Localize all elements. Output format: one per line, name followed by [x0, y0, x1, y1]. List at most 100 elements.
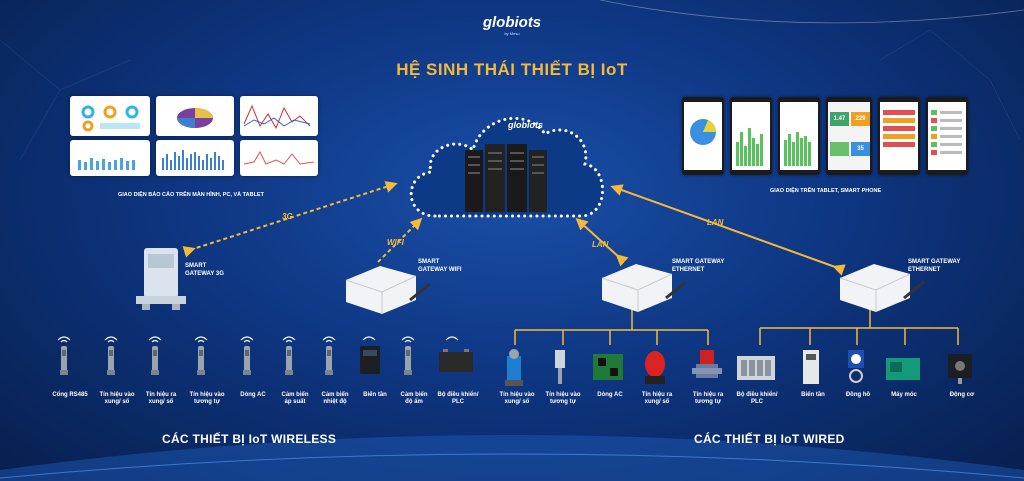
- mobile-value-b: 229: [851, 112, 870, 126]
- wireless-device-label-10: Bộ điều khiển/PLC: [432, 392, 484, 406]
- wireless-device-8: [355, 336, 395, 383]
- wired-device-label-3: Dòng AC: [584, 392, 636, 399]
- gateway-eth1-device: [601, 264, 687, 312]
- wired-device-label-line: Tín hiệu vào: [545, 392, 581, 398]
- wireless-device-label-line: Biến tần: [363, 392, 387, 398]
- wireless-device-5: [233, 336, 273, 383]
- wired-device-label-line: Tín hiệu ra: [692, 392, 724, 398]
- wireless-device-icon-10: [439, 336, 473, 372]
- wired-device-label-line: Đồng hồ: [845, 392, 871, 398]
- section-wireless: CÁC THIẾT BỊ IoT WIRELESS: [162, 432, 337, 446]
- wireless-device-label-8: Biến tần: [349, 392, 401, 399]
- wireless-device-icon-7: [322, 336, 336, 375]
- wired-device-label-line: Dòng AC: [597, 392, 623, 398]
- section-wired: CÁC THIẾT BỊ IoT WIRED: [694, 432, 845, 446]
- wireless-device-icon-3: [148, 336, 162, 375]
- gateway-eth2-device: [839, 264, 925, 312]
- wired-device-label-line: tương tự: [695, 399, 721, 405]
- dashboard-card-4: [70, 140, 150, 176]
- wireless-device-icon-4: [194, 336, 208, 375]
- wireless-device-label-line: Cảm biến: [400, 392, 428, 398]
- wireless-device-9: [394, 336, 434, 383]
- wired-device-icon-4: [645, 351, 665, 384]
- mobile-value-a: 1.47: [830, 112, 849, 126]
- wireless-device-label-line: Bộ điều khiển/: [437, 392, 479, 398]
- dashboard-card-1: [70, 96, 150, 136]
- label-3g: 3G: [282, 212, 293, 221]
- wireless-device-label-line: Cảm biến: [281, 392, 309, 398]
- wired-device-label-line: tương tự: [550, 399, 576, 405]
- wireless-device-label-line: Tín hiệu vào: [189, 392, 225, 398]
- wired-device-10: [942, 346, 982, 393]
- brand-logo: globiots by Meso: [472, 14, 552, 36]
- wireless-device-4: [187, 336, 227, 383]
- wired-device-label-line: Động cơ: [949, 392, 975, 398]
- gateway-wifi-device: [345, 266, 431, 314]
- wired-device-label-line: xung/ số: [644, 399, 670, 405]
- cloud-server: [409, 116, 604, 218]
- wireless-device-label-line: nhiệt độ: [323, 399, 347, 405]
- mobile-tile: [830, 142, 849, 156]
- wired-device-3: [590, 346, 630, 393]
- wireless-device-2: [97, 336, 137, 383]
- wireless-device-label-line: Tín hiệu ra: [145, 392, 177, 398]
- mobile-screen-5: [878, 97, 920, 175]
- wired-device-label-9: Máy móc: [878, 392, 930, 399]
- wireless-device-label-1: Cổng RS485: [44, 392, 96, 399]
- wireless-device-1: [50, 336, 90, 383]
- wired-device-label-line: Bộ điều khiển/: [736, 392, 778, 398]
- page-title: HỆ SINH THÁI THIẾT BỊ IoT: [396, 60, 628, 79]
- wired-device-icon-2: [555, 350, 565, 384]
- wireless-device-icon-6: [282, 336, 296, 375]
- wired-device-icon-5: [692, 350, 722, 378]
- brand-name: globiots: [482, 14, 542, 31]
- wired-device-label-line: Tín hiệu ra: [641, 392, 673, 398]
- wireless-device-label-line: xung/ số: [104, 399, 130, 405]
- mobile-screen-3: [778, 97, 820, 175]
- wired-device-label-line: xung/ số: [504, 399, 530, 405]
- wireless-device-label-line: độ ẩm: [405, 399, 423, 405]
- mobile-screen-4: 1.47 229 35: [826, 97, 872, 175]
- wireless-device-label-line: Tín hiệu vào: [99, 392, 135, 398]
- cloud-logo: globiots: [508, 120, 543, 130]
- wireless-device-label-line: Dòng AC: [240, 392, 266, 398]
- wired-device-5: [688, 346, 728, 393]
- label-wifi: WIFI: [387, 238, 404, 247]
- wireless-device-10: [438, 336, 478, 383]
- gateway-3g-device: [136, 248, 186, 310]
- wireless-device-label-line: tương tự: [194, 399, 220, 405]
- wired-device-label-line: Tín hiệu vào: [499, 392, 535, 398]
- wireless-device-label-5: Dòng AC: [227, 392, 279, 399]
- wireless-device-icon-5: [240, 336, 254, 375]
- wired-device-label-line: Biến tần: [801, 392, 825, 398]
- wired-device-1: [497, 346, 537, 393]
- wireless-device-3: [141, 336, 181, 383]
- wired-device-label-10: Động cơ: [936, 392, 988, 399]
- label-lan-1: LAN: [592, 240, 609, 249]
- wired-device-icon-10: [948, 354, 972, 384]
- mobile-screen-6: [926, 97, 968, 175]
- wireless-device-label-line: Cổng RS485: [52, 392, 88, 398]
- mobile-screen-1: [682, 97, 724, 175]
- wired-device-8: [838, 346, 878, 393]
- wireless-device-7: [315, 336, 355, 383]
- wired-device-label-6: Bộ điều khiển/PLC: [731, 392, 783, 406]
- wired-device-9: [884, 346, 924, 393]
- wireless-device-icon-2: [104, 336, 118, 375]
- mobile-value-c: 35: [851, 142, 870, 156]
- wired-device-icon-3: [593, 354, 623, 380]
- wired-device-icon-8: [848, 350, 864, 383]
- brand-sub: by Meso: [504, 31, 520, 36]
